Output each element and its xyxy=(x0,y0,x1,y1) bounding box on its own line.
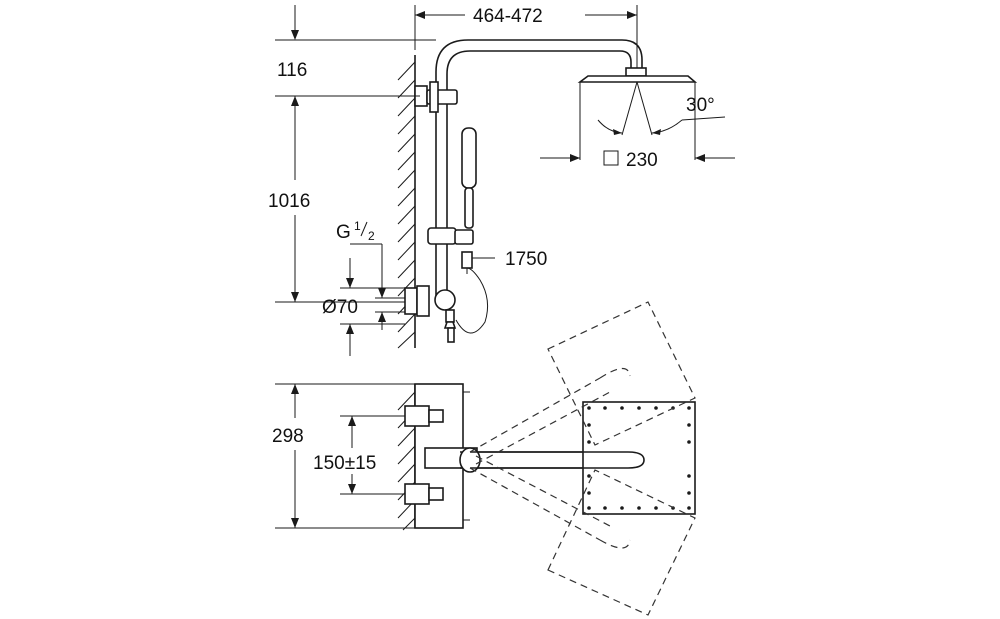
dimension-298: 298 xyxy=(272,383,463,529)
top-offset-label: 116 xyxy=(277,60,307,81)
inlet-diameter-dimension: Ø70 xyxy=(322,258,405,356)
shower-head-plan xyxy=(470,401,696,515)
rail-height-label: 1016 xyxy=(268,191,310,212)
thread-dimension: G 1 2 xyxy=(336,219,405,330)
thread-numerator: 1 xyxy=(354,219,361,233)
spray-angle-indicator: 30° xyxy=(597,81,726,136)
mixer-valve xyxy=(404,285,457,343)
spray-angle-label: 30° xyxy=(686,95,715,116)
dimension-1016: 1016 xyxy=(268,96,405,303)
dimension-116: 116 xyxy=(275,5,436,97)
thread-denominator: 2 xyxy=(368,229,375,243)
hose-length-label: 1750 xyxy=(505,249,547,270)
head-size-dimension: 230 xyxy=(540,150,735,171)
thread-label: G xyxy=(336,222,351,243)
head-size-label: 230 xyxy=(626,150,658,171)
riser-pipe xyxy=(414,39,643,300)
inlet-spacing-label: 150±15 xyxy=(313,453,376,474)
dimension-150: 150±15 xyxy=(313,415,405,495)
rotation-range-dashed xyxy=(469,301,696,616)
hand-shower: 1750 xyxy=(461,127,547,274)
arm-length-dimension: 464-472 xyxy=(414,5,638,68)
rain-shower-head xyxy=(577,67,698,160)
arm-length-label: 464-472 xyxy=(473,6,543,27)
shower-hose xyxy=(455,267,489,334)
inlet-diameter-label: Ø70 xyxy=(322,297,358,318)
plan-depth-label: 298 xyxy=(272,426,304,447)
